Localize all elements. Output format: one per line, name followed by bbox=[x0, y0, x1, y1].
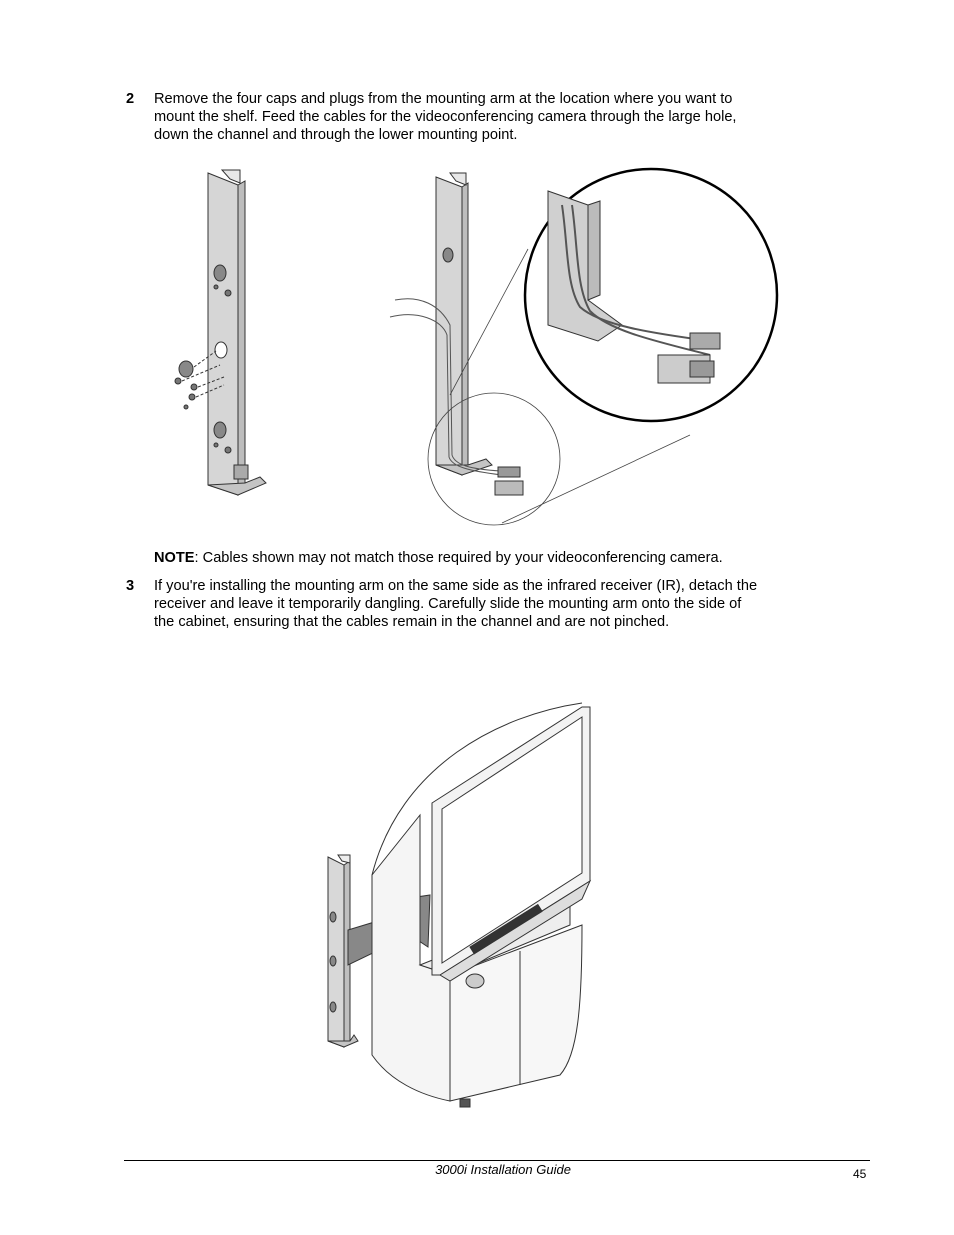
note-text: : Cables shown may not match those requi… bbox=[194, 550, 723, 566]
detail-circle-large bbox=[523, 167, 779, 423]
footer-title: 3000i Installation Guide bbox=[435, 1162, 571, 1177]
mounting-arm bbox=[327, 854, 359, 1048]
page-number: 45 bbox=[853, 1167, 867, 1181]
note: NOTE: Cables shown may not match those r… bbox=[154, 549, 723, 567]
step-number: 3 bbox=[126, 578, 135, 594]
detail-circle-small bbox=[427, 392, 561, 526]
note-label: NOTE bbox=[154, 550, 195, 566]
mounting-arm-figure bbox=[174, 167, 779, 526]
left-mounting-arm bbox=[207, 169, 267, 496]
caps-and-plugs bbox=[174, 350, 225, 410]
step-number: 2 bbox=[126, 91, 135, 107]
step-text: If you're installing the mounting arm on… bbox=[154, 578, 758, 630]
step-text: Remove the four caps and plugs from the … bbox=[154, 91, 737, 143]
right-mounting-arm bbox=[389, 172, 524, 496]
cabinet-figure bbox=[327, 702, 592, 1108]
footer-rule bbox=[124, 1160, 870, 1161]
interactive-whiteboard bbox=[371, 702, 592, 982]
